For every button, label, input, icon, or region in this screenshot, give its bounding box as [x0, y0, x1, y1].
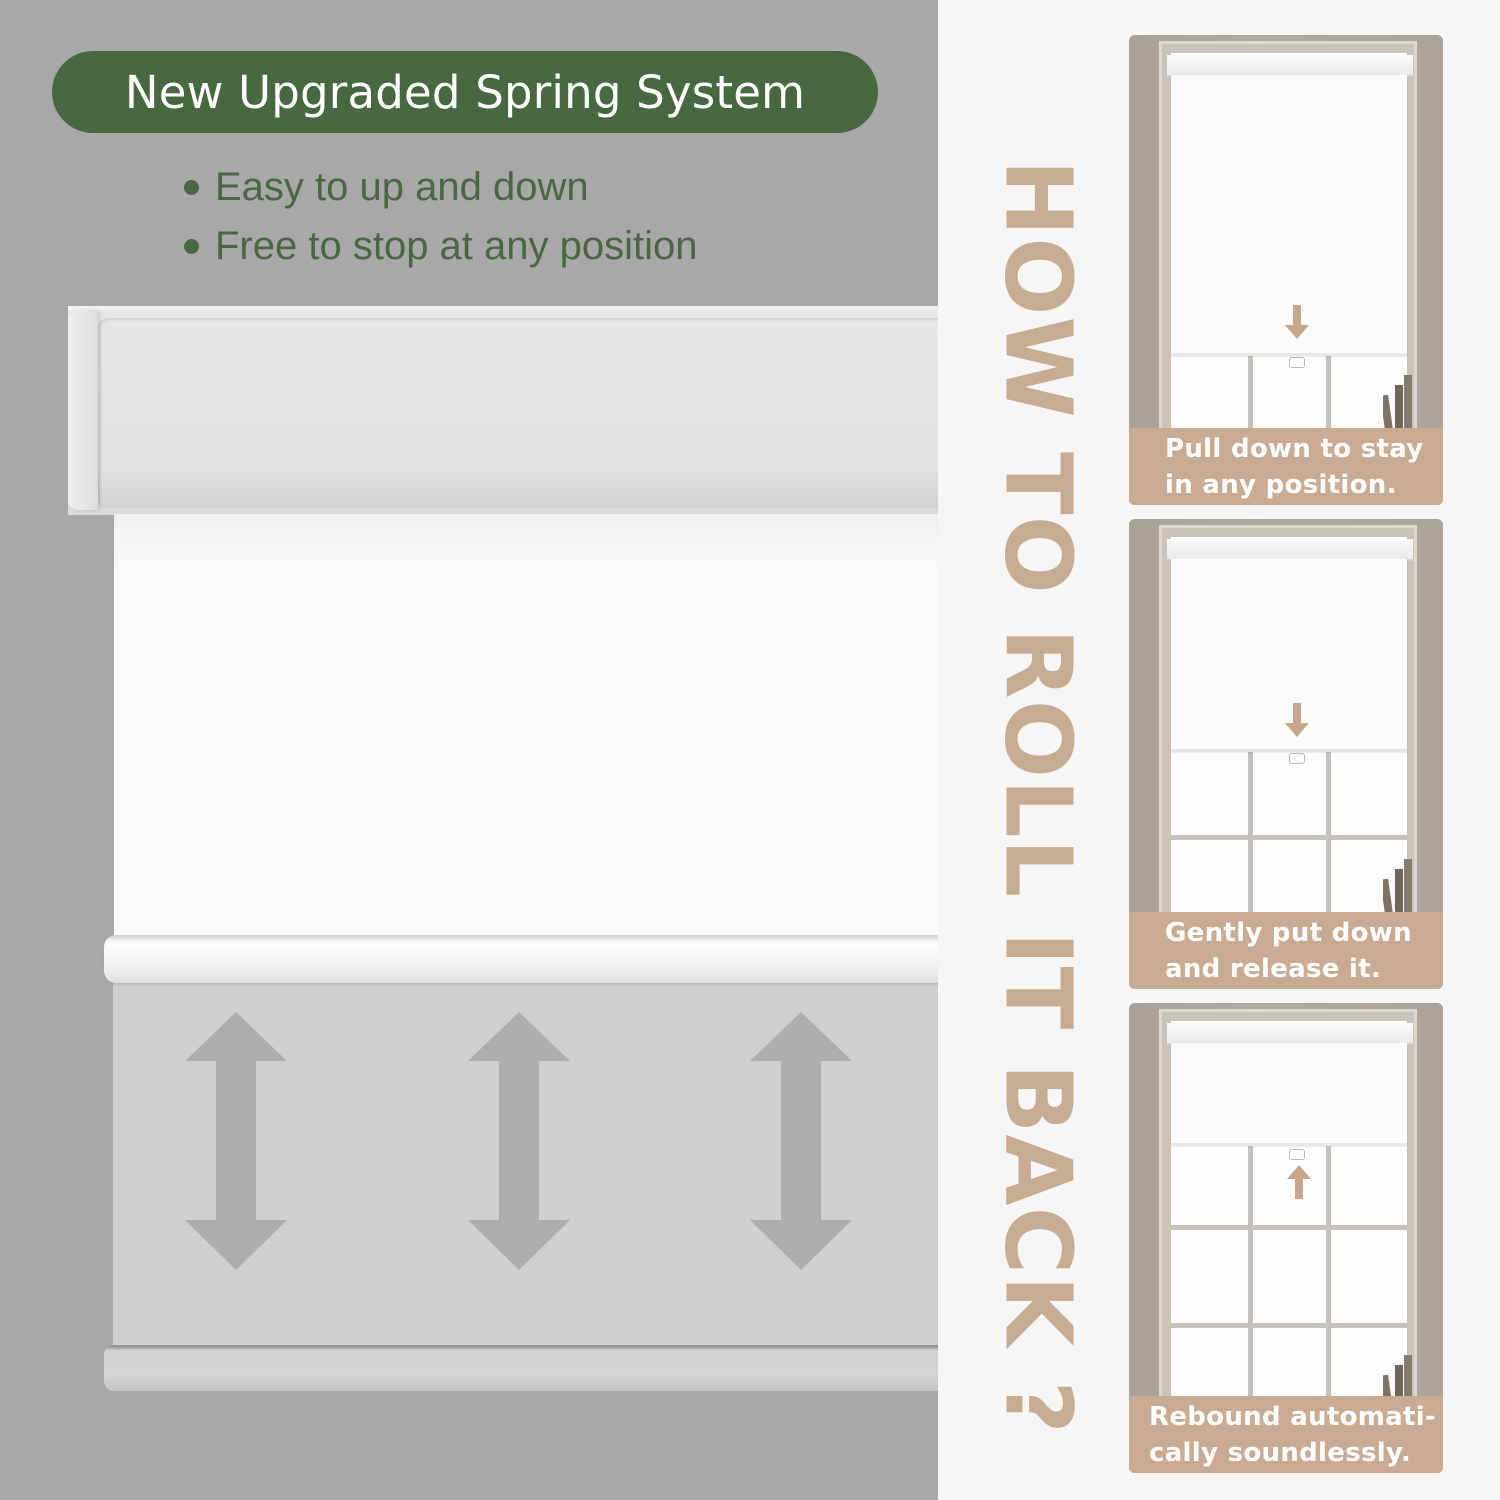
shade-handle	[1289, 753, 1305, 764]
caption-line: in any position.	[1165, 470, 1397, 500]
down-arrow-icon	[1285, 703, 1309, 737]
step-card-3: Rebound automati- cally soundlessly.	[1129, 1003, 1443, 1473]
shade-cassette	[1167, 55, 1413, 77]
up-down-arrow-icon	[185, 1012, 287, 1270]
caption-line: Rebound automati-	[1149, 1402, 1437, 1432]
down-arrow-icon	[1285, 305, 1309, 339]
window-mullions	[1171, 1145, 1407, 1473]
spring-system-panel: New Upgraded Spring System Easy to up an…	[0, 0, 938, 1500]
blind-fabric-upper	[114, 514, 938, 942]
feature-text: Free to stop at any position	[215, 224, 698, 268]
headline-badge: New Upgraded Spring System	[52, 51, 878, 133]
step-caption: Pull down to stay in any position.	[1129, 428, 1443, 505]
blind-bottom-bar	[104, 935, 938, 983]
headline-text: New Upgraded Spring System	[124, 65, 806, 119]
shade-cassette	[1167, 539, 1413, 561]
feature-text: Easy to up and down	[215, 165, 589, 209]
window-mullions	[1171, 751, 1407, 989]
up-down-arrow-icon	[468, 1012, 570, 1270]
bullet-icon	[184, 239, 199, 254]
feature-list: Easy to up and down Free to stop at any …	[184, 158, 698, 276]
step-caption: Gently put down and release it.	[1129, 912, 1443, 989]
step-caption: Rebound automati- cally soundlessly.	[1129, 1396, 1443, 1473]
roller-shade	[1171, 559, 1407, 752]
headrail-cassette	[98, 318, 938, 508]
caption-line: Pull down to stay	[1165, 434, 1424, 464]
headrail-end-cap	[68, 310, 98, 510]
how-to-roll-back-title: HOW TO ROLL IT BACK ?	[984, 159, 1092, 1435]
step-card-1: Pull down to stay in any position.	[1129, 35, 1443, 505]
caption-line: and release it.	[1165, 954, 1382, 984]
caption-line: cally soundlessly.	[1149, 1438, 1411, 1468]
blind-bottom-bar-shadow	[104, 1345, 938, 1391]
roller-shade	[1171, 1043, 1407, 1146]
step-card-2: Gently put down and release it.	[1129, 519, 1443, 989]
up-arrow-icon	[1287, 1165, 1311, 1199]
shade-handle	[1289, 357, 1305, 368]
feature-item: Free to stop at any position	[184, 217, 698, 276]
roller-shade	[1171, 75, 1407, 356]
up-down-arrow-icon	[750, 1012, 852, 1270]
shade-cassette	[1167, 1023, 1413, 1045]
caption-line: Gently put down	[1165, 918, 1412, 948]
shade-handle	[1289, 1149, 1305, 1160]
feature-item: Easy to up and down	[184, 158, 698, 217]
bullet-icon	[184, 180, 199, 195]
